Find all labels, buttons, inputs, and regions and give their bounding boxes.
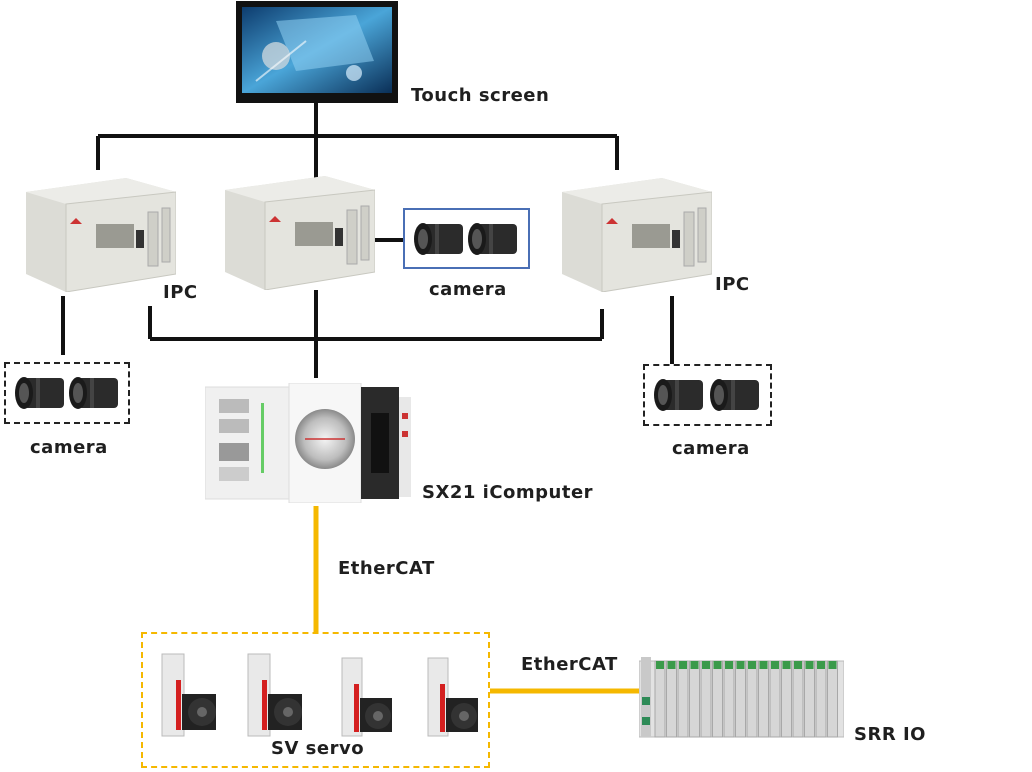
io-module-slice (735, 660, 746, 738)
ipc-center-icon (225, 176, 375, 290)
servo-drive-1-icon (161, 653, 216, 737)
ipc-right-icon (562, 178, 712, 292)
io-module-slice (666, 660, 677, 738)
io-module-indicator (656, 661, 664, 669)
ethercat-horizontal-label: EtherCAT (521, 654, 618, 675)
io-module-slice (712, 660, 723, 738)
srr-io-label: SRR IO (854, 724, 926, 745)
servo-drives (161, 653, 478, 737)
io-module-indicator (713, 661, 722, 669)
camera-lens-icon (414, 223, 517, 255)
io-module-indicator (759, 661, 768, 669)
ethercat-lines (313, 506, 640, 694)
io-module-slice (781, 660, 792, 738)
io-module-indicator (725, 661, 733, 669)
ipc-left-icon (26, 178, 176, 292)
io-module-slice (700, 660, 712, 738)
io-module-slice (815, 660, 827, 738)
camera-right-label: camera (672, 438, 750, 459)
camera-left-frame (4, 362, 130, 424)
io-module-indicator (690, 661, 699, 669)
camera-left-label: camera (30, 437, 108, 458)
io-module-indicator (679, 661, 687, 669)
io-module-slice (804, 660, 815, 738)
camera-lens-icon (15, 377, 118, 409)
servo-drive-4-icon (427, 657, 478, 737)
io-module-slice (827, 660, 838, 738)
io-module-indicator (782, 661, 791, 669)
io-module-slice (677, 660, 689, 738)
io-module-slice (769, 660, 781, 738)
sv-servo-label: SV servo (271, 738, 365, 759)
io-module-slice (758, 660, 769, 738)
io-module-slice (723, 660, 735, 738)
sx21-controller-icon (205, 383, 411, 503)
touch-screen-icon (236, 1, 398, 103)
io-module-indicator (667, 661, 676, 669)
io-module-indicator (771, 661, 779, 669)
servo-drive-2-icon (247, 653, 302, 737)
io-module-slice (792, 660, 804, 738)
io-module-indicator (805, 661, 814, 669)
touch-screen-label: Touch screen (411, 85, 550, 106)
io-module-slice (689, 660, 700, 738)
io-module-indicator (748, 661, 756, 669)
io-module-slice (654, 660, 666, 738)
io-module-indicator (736, 661, 745, 669)
ipc-right-label: IPC (715, 274, 750, 295)
ethercat-vertical-label: EtherCAT (338, 558, 435, 579)
servo-group-frame (141, 632, 490, 768)
io-module-slice (746, 660, 758, 738)
sx21-label: SX21 iComputer (422, 482, 594, 503)
srr-io-rack-icon (639, 657, 844, 738)
camera-right-frame (643, 364, 772, 426)
io-module-indicator (817, 661, 825, 669)
io-module-indicator (828, 661, 837, 669)
io-module-indicator (702, 661, 710, 669)
camera-lens-icon (654, 379, 759, 411)
network-lines (61, 103, 674, 378)
camera-center-frame (403, 208, 530, 269)
io-module-indicator (794, 661, 802, 669)
servo-drive-3-icon (341, 657, 392, 737)
camera-center-label: camera (429, 279, 507, 300)
ipc-left-label: IPC (163, 282, 198, 303)
